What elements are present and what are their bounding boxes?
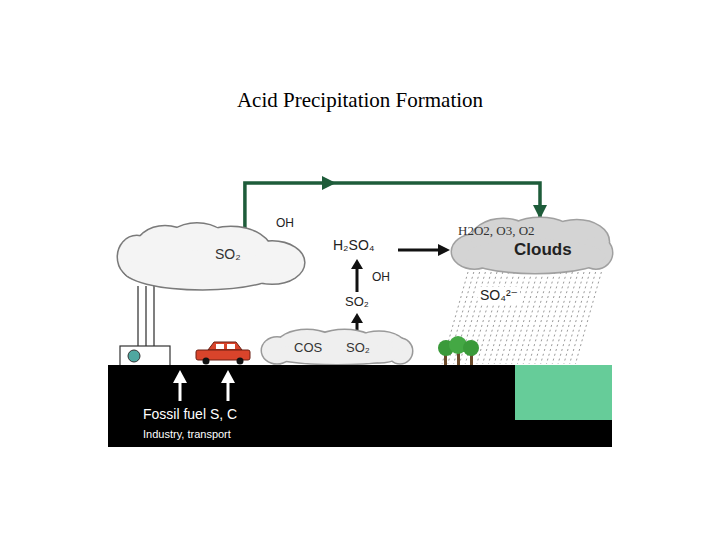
rain-line bbox=[552, 272, 578, 364]
smoke-stacks bbox=[138, 286, 154, 346]
node-text: SO₂ bbox=[346, 340, 370, 356]
node-text: Industry, transport bbox=[143, 428, 231, 441]
car-cabin bbox=[208, 342, 242, 350]
gas-cloud: COS SO₂ bbox=[262, 330, 412, 364]
rain-line bbox=[529, 272, 555, 364]
cloud-fill bbox=[268, 344, 406, 364]
stack bbox=[137, 286, 139, 346]
stack bbox=[145, 286, 147, 346]
trees bbox=[438, 336, 479, 365]
reaction-arrows bbox=[351, 244, 450, 334]
reaction-arrow bbox=[356, 268, 359, 292]
rain-line bbox=[483, 272, 509, 364]
rain-cloud: H2O2, O3, O2Clouds bbox=[452, 218, 612, 274]
emission-arrow bbox=[179, 381, 182, 401]
cloud-outline bbox=[268, 344, 406, 364]
rain-line bbox=[506, 272, 532, 364]
rain-line bbox=[477, 272, 503, 364]
tree-crown bbox=[463, 340, 479, 356]
smoke-plume: SO₂ bbox=[118, 222, 306, 292]
car-wheel bbox=[237, 358, 244, 365]
stack bbox=[153, 286, 155, 346]
rain-line bbox=[546, 272, 572, 364]
emission-arrow bbox=[227, 381, 230, 401]
arrow-head bbox=[173, 370, 187, 383]
rain-line bbox=[494, 272, 520, 364]
factory-building bbox=[120, 346, 170, 366]
ground-band: Fossil fuel S, C Industry, transport bbox=[108, 365, 612, 447]
node-text: Clouds bbox=[514, 240, 572, 260]
rain-line bbox=[512, 272, 538, 364]
rain-line bbox=[541, 272, 567, 364]
rain-line bbox=[570, 272, 596, 364]
arrow-head bbox=[351, 259, 363, 269]
cloud-outline bbox=[465, 239, 606, 273]
node-text: H2O2, O3, O2 bbox=[458, 223, 535, 239]
factory bbox=[120, 346, 170, 366]
car-window bbox=[227, 344, 235, 349]
cloud-shape bbox=[118, 222, 306, 292]
rain-line bbox=[564, 272, 590, 364]
chemical-label: OH bbox=[372, 270, 390, 284]
cloud-shape bbox=[262, 330, 412, 364]
chemical-label: SO₄²⁻ bbox=[478, 287, 520, 304]
node-text: SO₂ bbox=[215, 246, 241, 263]
rain-line bbox=[517, 272, 543, 364]
rain-line bbox=[535, 272, 561, 364]
rain-line bbox=[523, 272, 549, 364]
arrow-head bbox=[221, 370, 235, 383]
cloud-fill bbox=[124, 250, 282, 289]
rain-line bbox=[575, 272, 601, 364]
car-window bbox=[216, 344, 224, 349]
car-wheel bbox=[203, 358, 210, 365]
rain-line bbox=[488, 272, 514, 364]
car bbox=[196, 342, 250, 365]
node-text: Fossil fuel S, C bbox=[143, 406, 237, 423]
cloud-fill bbox=[465, 239, 606, 273]
cloud-outline bbox=[124, 250, 282, 289]
rain-line bbox=[558, 272, 584, 364]
diagram-title: Acid Precipitation Formation bbox=[0, 88, 720, 113]
arrow-head bbox=[351, 313, 363, 323]
chemical-label: OH bbox=[276, 216, 294, 230]
rain bbox=[442, 272, 601, 364]
chemical-label: H₂SO₄ bbox=[333, 237, 375, 254]
rain-line bbox=[500, 272, 526, 364]
chemical-label: SO₂ bbox=[345, 294, 369, 310]
arrow-head bbox=[438, 244, 450, 256]
water bbox=[515, 365, 612, 420]
reaction-arrow bbox=[398, 249, 440, 252]
node-text: COS bbox=[294, 340, 322, 356]
factory-logo bbox=[128, 350, 140, 362]
